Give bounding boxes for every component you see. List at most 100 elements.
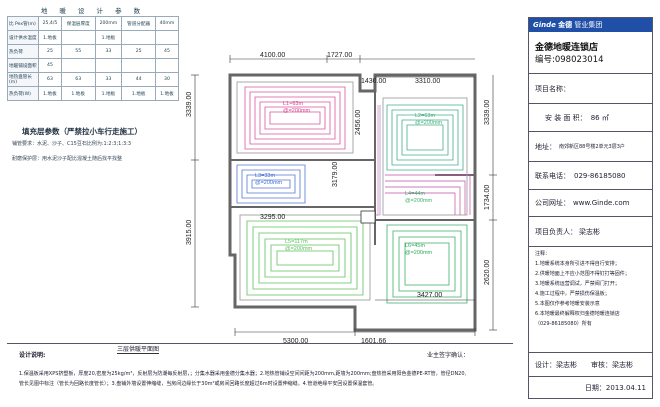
design-note-box: 设计说明: 三层供暖平面图 业主签字确认： 1.保温板采用XPS挤塑板，厚度20… bbox=[7, 343, 513, 402]
loop4-sub: @=200mm bbox=[405, 198, 433, 204]
dim-left1: 3339.00 bbox=[186, 92, 193, 117]
project-name-row: 项目名称： bbox=[529, 73, 652, 103]
loop2-sub: @=200mm bbox=[415, 120, 443, 126]
manager-value: 梁志彬 bbox=[579, 227, 600, 236]
params-cell bbox=[60, 30, 96, 45]
manager-label: 项目负责人： bbox=[535, 227, 577, 236]
project-name-label: 项目名称： bbox=[535, 84, 570, 93]
phone-row: 联系电话： 029-86185080 bbox=[529, 161, 652, 189]
loop-2-pipes bbox=[386, 104, 464, 171]
dim-bot2: 1601.66 bbox=[361, 338, 386, 345]
params-cell: 1.地板 bbox=[154, 86, 180, 101]
phone-label: 联系电话： bbox=[535, 171, 570, 180]
loop-4-pipes bbox=[385, 174, 471, 215]
dim-right3: 3339.00 bbox=[484, 100, 491, 125]
web-label: 公司网址： bbox=[535, 199, 570, 207]
params-cell: 1.地板 bbox=[60, 86, 96, 101]
shop-name: 金德地暖连锁店 bbox=[535, 43, 599, 53]
loop4-label: L4=44m bbox=[405, 191, 425, 197]
loop-3-pipes bbox=[236, 164, 306, 204]
designer-row: 设计： 梁志彬 审核： 梁志彬 bbox=[529, 352, 652, 376]
params-cell bbox=[154, 30, 180, 45]
dim-top1: 4100.00 bbox=[260, 52, 285, 59]
manifold bbox=[360, 210, 376, 224]
fill-params-line1: 铺管要求：水泥、沙子、C15豆石比例为:1:2:3;1:3:3 bbox=[12, 141, 132, 147]
params-cell bbox=[121, 30, 156, 45]
loop6-sub: @=200mm bbox=[405, 250, 433, 256]
params-cell: 1.地板 bbox=[38, 30, 62, 45]
params-cell: 1.地板 bbox=[121, 86, 156, 101]
phone-value: 029-86185080 bbox=[574, 171, 626, 180]
dim-bot1: 5300.00 bbox=[283, 338, 308, 345]
loop2-label: L2=63m bbox=[415, 113, 435, 119]
date-label: 日期： bbox=[584, 383, 606, 392]
loop-5-pipes bbox=[246, 220, 364, 296]
loop1-sub: @=200mm bbox=[283, 108, 311, 114]
loop3-sub: @=200mm bbox=[255, 180, 283, 186]
params-cell: 33 bbox=[94, 44, 123, 59]
params-cell: 200mm bbox=[94, 16, 123, 31]
dim-top4: 3310.00 bbox=[415, 78, 440, 85]
dim-inner2: 3179.00 bbox=[332, 162, 339, 187]
date-value: 2013.04.11 bbox=[605, 383, 646, 392]
design-note-text1: 1.保温板采用XPS挤塑板，厚度20,密度为25kg/m³，反射层为防潮每反射层… bbox=[19, 371, 467, 377]
note-7: （029-86185080）所有 bbox=[535, 321, 592, 327]
params-cell: 45 bbox=[38, 58, 62, 73]
designer-label: 设计： bbox=[535, 360, 556, 369]
loop5-sub: @=200mm bbox=[285, 246, 313, 252]
web-value[interactable]: www.Ginde.com bbox=[573, 199, 630, 207]
dim-right2: 2620.00 bbox=[484, 260, 491, 285]
params-cell: 1.地板 bbox=[94, 30, 123, 45]
params-cell: 33 bbox=[94, 72, 123, 87]
params-row-header: 热负荷 bbox=[7, 44, 39, 59]
title-block: Ginde 金德 管业集团 金德地暖连锁店 编号:098023014 项目名称：… bbox=[528, 17, 653, 399]
loop6-label: L6=45m bbox=[405, 243, 425, 249]
title-logo-bar: Ginde 金德 管业集团 bbox=[529, 18, 652, 32]
note-2: 2.供暖地面上不应小范围不得钉打等固件； bbox=[535, 271, 630, 277]
address-label: 地址： bbox=[535, 142, 556, 151]
dim-bot3: 3427.00 bbox=[417, 292, 442, 299]
dim-top3: 1430.00 bbox=[361, 78, 386, 85]
dim-inner1: 3295.00 bbox=[260, 214, 285, 221]
params-row-header: 地热盘管长(m) bbox=[7, 72, 39, 87]
note-5: 5.本图仅作参考地暖安装示意 bbox=[535, 301, 600, 307]
params-row-header: 地暖铺设面积 bbox=[7, 58, 39, 73]
params-cell: 25 bbox=[121, 44, 156, 59]
design-note-text2: 管长见图中标注（管长为回路长度管长）；3.盘铺外墙设置伸缩缝，当房间边缘长于30… bbox=[19, 381, 378, 387]
design-note-label: 设计说明: bbox=[19, 352, 46, 359]
floor-label: 三层供暖平面图 bbox=[117, 346, 160, 354]
manager-row: 项目负责人： 梁志彬 bbox=[529, 216, 652, 246]
params-cell: 1.地板 bbox=[38, 86, 62, 101]
params-cell: 63 bbox=[60, 72, 96, 87]
dim-left2: 3915.00 bbox=[186, 220, 193, 245]
checker-label: 审核： bbox=[591, 360, 612, 369]
params-cell bbox=[94, 58, 123, 73]
web-row: 公司网址： www.Ginde.com bbox=[529, 189, 652, 216]
loop3-label: L3=33m bbox=[255, 173, 275, 179]
fill-params-line2: 耐磨保护层：用水泥沙子配比混凝土随后找平找整 bbox=[12, 156, 123, 162]
note-6: 6.本地暖最终解释权归金德地暖连锁店 bbox=[535, 311, 620, 317]
area-row: 安 装 面 积： 86 ㎡ bbox=[529, 103, 652, 131]
params-row-header: 热负荷(W) bbox=[7, 86, 39, 101]
params-cell bbox=[121, 58, 156, 73]
note-1: 1.地暖系统本身所引进不得自行安排； bbox=[535, 261, 620, 267]
serial: 编号:098023014 bbox=[535, 55, 604, 65]
address-row: 地址： 南郊新区88号楼2单元3层3户 bbox=[529, 131, 652, 161]
params-cell: 40mm bbox=[154, 16, 180, 31]
loop1-label: L1=63m bbox=[283, 101, 303, 107]
params-row-header: 设计供水温度 bbox=[7, 30, 39, 45]
loop5-label: L5=117m bbox=[285, 239, 308, 245]
params-cell: 63 bbox=[38, 72, 62, 87]
address-value: 南郊新区88号楼2单元3层3户 bbox=[559, 144, 625, 150]
params-cell: 25 bbox=[38, 44, 62, 59]
params-cell: 55 bbox=[60, 44, 96, 59]
notes-row: 注释： 1.地暖系统本身所引进不得自行安排； 2.供暖地面上不应小范围不得钉打等… bbox=[529, 246, 652, 352]
params-cell: 保温层厚度 bbox=[60, 16, 96, 31]
dim-inner3: 2456.00 bbox=[355, 110, 362, 135]
params-table-title: 地 暖 设 计 参 数 bbox=[40, 7, 146, 15]
